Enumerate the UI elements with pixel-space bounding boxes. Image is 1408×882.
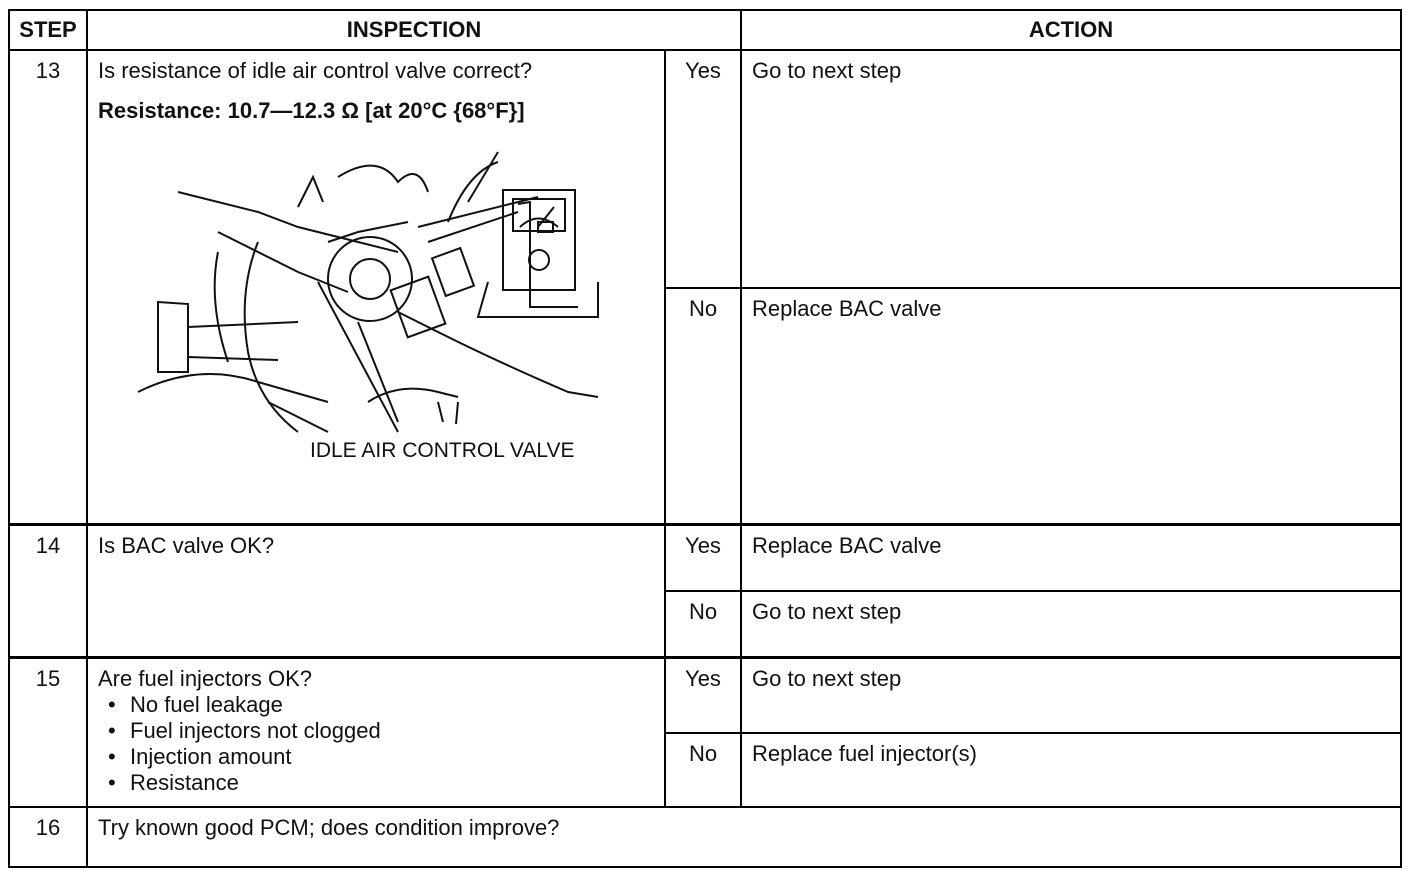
step-number: 15 [8,655,88,808]
header-row: STEP INSPECTION ACTION [8,9,1402,51]
diagnostic-table: STEP INSPECTION ACTION 13 Is resistance … [8,9,1402,868]
list-item: Fuel injectors not clogged [108,718,654,744]
header-step: STEP [8,9,88,51]
figure-label: IDLE AIR CONTROL VALVE [310,439,575,462]
no-label: No [664,287,742,525]
step-number: 13 [8,49,88,525]
table-row: 14 Is BAC valve OK? Yes Replace BAC valv… [8,522,1402,658]
table-row: No Replace BAC valve [9,287,1402,525]
step-number: 14 [8,522,88,658]
inspection-question: Try known good PCM; does condition impro… [86,806,1402,868]
header-action: ACTION [740,9,1402,51]
no-label: No [664,732,742,808]
table-row: 16 Try known good PCM; does condition im… [8,806,1402,868]
header-inspection: INSPECTION [86,9,742,51]
engine-diagram [137,151,599,433]
inspection-cell: Is resistance of idle air control valve … [86,49,666,525]
yes-label: Yes [664,655,742,734]
table-row: No Replace fuel injector(s) [9,732,1402,808]
table-row: 15 Are fuel injectors OK? No fuel leakag… [8,655,1402,808]
inspection-question: Is BAC valve OK? [86,522,666,658]
criteria-list: No fuel leakage Fuel injectors not clogg… [98,692,654,796]
resistance-spec: Resistance: 10.7—12.3 Ω [at 20°C {68°F}] [98,98,525,123]
table-row: No Go to next step [9,590,1402,658]
list-item: Injection amount [108,744,654,770]
inspection-question: Are fuel injectors OK? [98,665,312,691]
no-action: Go to next step [740,590,1402,658]
yes-action: Go to next step [740,49,1402,289]
step-number: 16 [8,806,88,868]
yes-action: Go to next step [740,655,1402,734]
yes-action: Replace BAC valve [740,522,1402,592]
no-action: Replace BAC valve [740,287,1402,525]
list-item: No fuel leakage [108,692,654,718]
table-row: 13 Is resistance of idle air control val… [8,49,1402,525]
no-label: No [664,590,742,658]
yes-label: Yes [664,49,742,289]
inspection-cell: Are fuel injectors OK? No fuel leakage F… [86,655,666,808]
inspection-question: Is resistance of idle air control valve … [98,58,533,83]
no-action: Replace fuel injector(s) [740,732,1402,808]
list-item: Resistance [108,770,654,796]
yes-label: Yes [664,522,742,592]
valve-illustration: IDLE AIR CONTROL VALVE [98,132,658,472]
